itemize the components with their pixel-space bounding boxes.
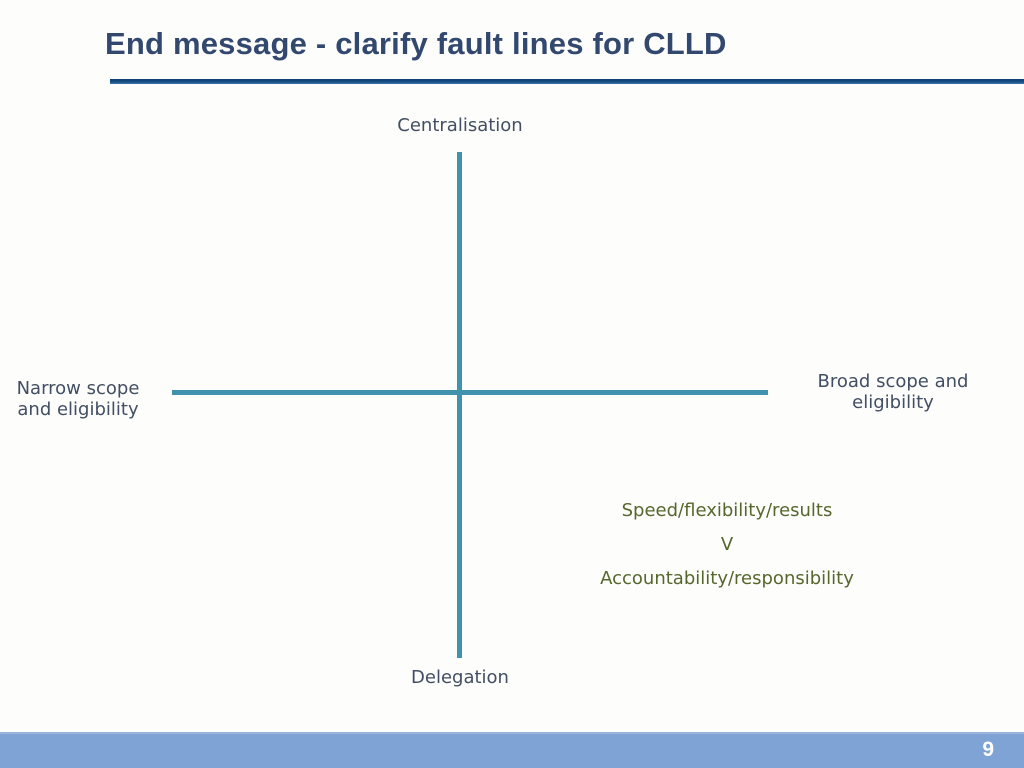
annotation-line-2: V — [720, 534, 734, 555]
quadrant-annotation: Speed/flexibility/results V Accountabili… — [600, 494, 854, 596]
axis-label-narrow-scope-line-1: Narrow scope — [16, 378, 140, 399]
axis-label-centralisation: Centralisation — [397, 115, 523, 136]
title-underline-divider — [110, 79, 1024, 84]
annotation-line-3: Accountability/responsibility — [600, 568, 854, 589]
axis-label-broad-scope: Broad scope and eligibility — [818, 371, 969, 413]
page-number: 9 — [982, 738, 994, 761]
footer-bar: 9 — [0, 732, 1024, 768]
axis-label-delegation: Delegation — [411, 667, 509, 688]
axis-label-narrow-scope-line-2: and eligibility — [17, 399, 139, 420]
axis-label-broad-scope-line-2: eligibility — [852, 392, 934, 413]
vertical-axis-line — [457, 152, 462, 658]
axis-label-broad-scope-line-1: Broad scope and — [817, 371, 969, 392]
axis-label-narrow-scope: Narrow scope and eligibility — [17, 378, 140, 420]
annotation-line-1: Speed/flexibility/results — [621, 500, 833, 521]
page-title: End message - clarify fault lines for CL… — [105, 26, 727, 61]
horizontal-axis-line — [172, 390, 768, 395]
